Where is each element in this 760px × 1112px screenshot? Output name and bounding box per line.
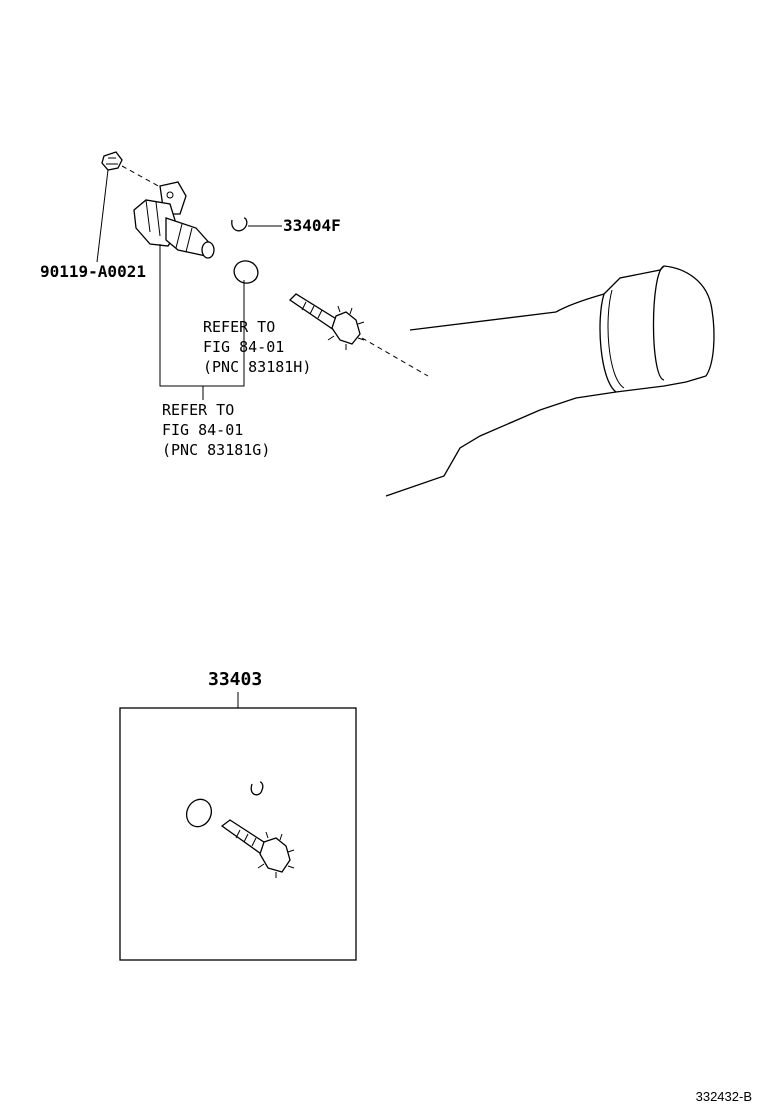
sensor-leader-line xyxy=(159,244,245,387)
transmission-housing-icon xyxy=(385,265,715,497)
reference-g-line1: REFER TO xyxy=(162,401,235,419)
reference-g-line3: (PNC 83181G) xyxy=(162,441,271,459)
kit-driven-gear-icon[interactable] xyxy=(220,819,295,878)
reference-h-line3: (PNC 83181H) xyxy=(203,358,312,376)
o-ring-icon[interactable] xyxy=(231,258,261,287)
bolt-dashed-line xyxy=(121,165,163,189)
kit-clip-icon[interactable] xyxy=(250,781,264,796)
bolt-leader-line xyxy=(96,169,109,263)
bolt-part-number: 90119-A0021 xyxy=(40,262,146,281)
clip-icon[interactable] xyxy=(231,217,248,232)
reference-h-line2: FIG 84-01 xyxy=(203,338,285,356)
driven-gear-icon[interactable] xyxy=(288,293,365,350)
kit-o-ring-icon[interactable] xyxy=(182,795,216,831)
diagram-code: 332432-B xyxy=(695,1089,752,1104)
reference-h-line1: REFER TO xyxy=(203,318,276,336)
bolt-icon[interactable] xyxy=(101,151,123,171)
kit-part-number: 33403 xyxy=(208,669,263,690)
clip-part-number: 33404F xyxy=(283,216,341,235)
reference-g-line2: FIG 84-01 xyxy=(162,421,244,439)
gear-dashed-line xyxy=(361,337,429,377)
speed-sensor-icon[interactable] xyxy=(133,181,215,259)
